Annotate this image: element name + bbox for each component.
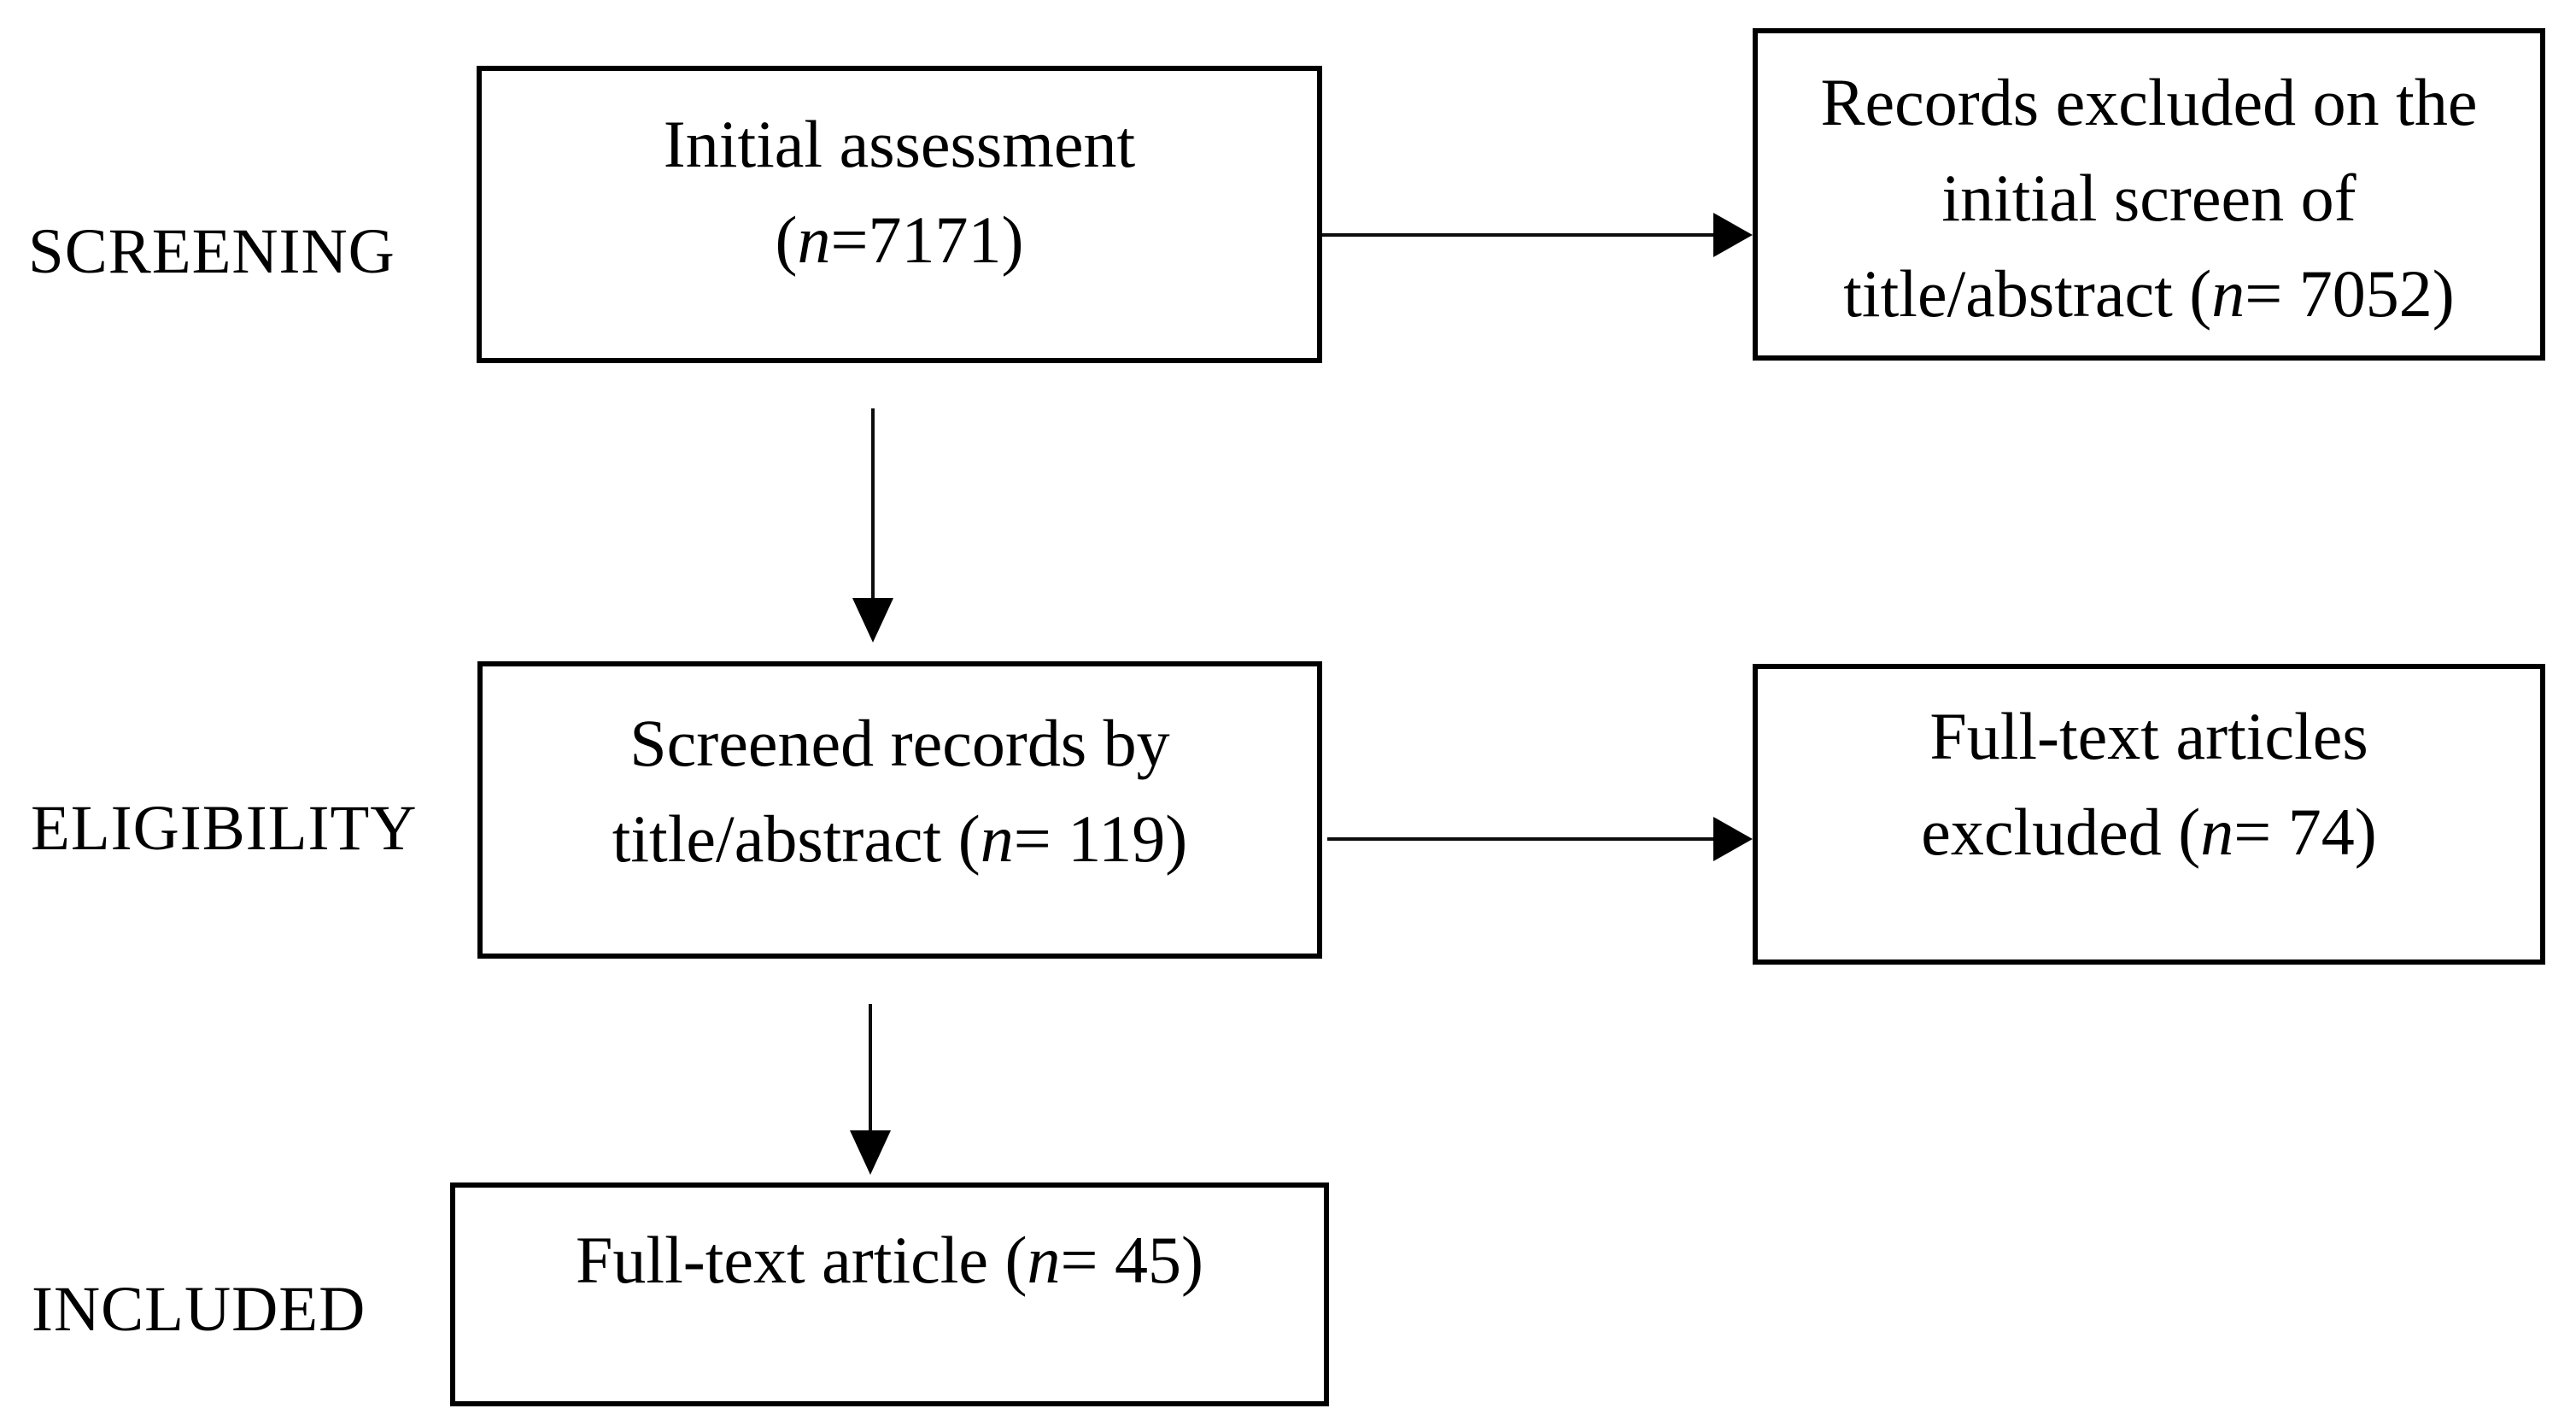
stage-label-eligibility: ELIGIBILITY: [31, 793, 418, 864]
arrowhead-right-icon: [1713, 817, 1753, 861]
arrowhead-down-icon: [850, 1130, 891, 1175]
count-pre: title/abstract (: [1843, 256, 2212, 331]
count-post: = 119): [1013, 801, 1188, 876]
count-n-variable: n: [980, 801, 1014, 876]
arrow-shaft: [1327, 837, 1717, 841]
box-initial-assessment-line1: Initial assessment: [663, 107, 1136, 181]
count-n-variable: n: [797, 202, 831, 277]
arrowhead-down-icon: [852, 598, 893, 643]
box-screened-records-line1: Screened records by: [629, 706, 1170, 780]
box-fulltext-included: Full-text article (n= 45): [450, 1182, 1329, 1406]
count-pre: (: [775, 202, 798, 277]
box-fulltext-excluded-line1: Full-text articles: [1929, 699, 2368, 773]
box-fulltext-excluded-count: excluded (n= 74): [1921, 784, 2376, 880]
stage-label-screening: SCREENING: [28, 216, 395, 287]
count-n-variable: n: [2200, 795, 2234, 869]
box-fulltext-excluded: Full-text articles excluded (n= 74): [1753, 664, 2545, 965]
box-records-excluded: Records excluded on the initial screen o…: [1753, 28, 2545, 361]
arrow-shaft: [871, 408, 875, 600]
box-initial-assessment: Initial assessment (n=7171): [477, 66, 1322, 363]
count-n-variable: n: [1027, 1223, 1061, 1297]
box-screened-records: Screened records by title/abstract (n= 1…: [477, 661, 1322, 959]
box-initial-assessment-count: (n=7171): [776, 192, 1024, 288]
arrow-shaft: [1322, 233, 1717, 237]
arrow-shaft: [869, 1004, 872, 1132]
count-pre: excluded (: [1921, 795, 2201, 869]
count-pre: Full-text article (: [576, 1223, 1027, 1297]
box-fulltext-included-count: Full-text article (n= 45): [576, 1212, 1203, 1308]
count-post: = 74): [2234, 795, 2377, 869]
box-records-excluded-line1: Records excluded on the: [1820, 65, 2478, 139]
box-records-excluded-line2: initial screen of: [1941, 161, 2356, 235]
box-screened-records-count: title/abstract (n= 119): [612, 791, 1188, 887]
count-n-variable: n: [2211, 256, 2245, 331]
count-post: = 45): [1060, 1223, 1203, 1297]
count-post: =7171): [830, 202, 1024, 277]
box-records-excluded-count: title/abstract (n= 7052): [1843, 246, 2454, 342]
arrowhead-right-icon: [1713, 213, 1753, 257]
count-post: = 7052): [2245, 256, 2455, 331]
stage-label-included: INCLUDED: [32, 1274, 366, 1345]
count-pre: title/abstract (: [612, 801, 981, 876]
